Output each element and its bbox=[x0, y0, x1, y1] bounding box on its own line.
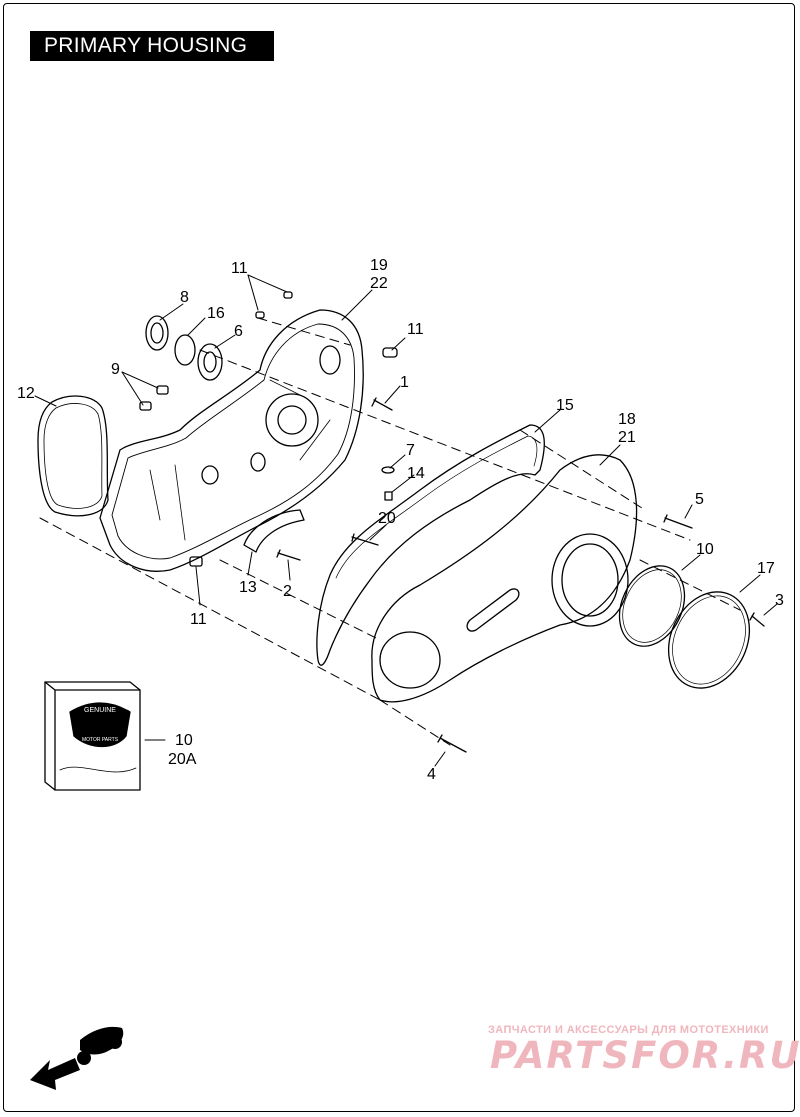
plug bbox=[384, 491, 393, 501]
dowel-pin-4 bbox=[156, 385, 169, 395]
kit-badge-top: GENUINE bbox=[84, 707, 116, 714]
callout-11-right: 11 bbox=[407, 321, 424, 338]
callout-11-bottom: 11 bbox=[190, 611, 207, 628]
motorcycle-front-arrow-icon bbox=[30, 1026, 124, 1090]
callout-15: 15 bbox=[556, 397, 574, 414]
derby-cover bbox=[667, 591, 751, 689]
callout-1: 1 bbox=[400, 374, 409, 391]
callout-2: 2 bbox=[283, 583, 292, 600]
oil-seal-inner bbox=[150, 322, 164, 344]
callout-21: 21 bbox=[618, 429, 636, 446]
callout-17: 17 bbox=[757, 560, 775, 577]
dowel-pin-6 bbox=[189, 556, 203, 567]
callout-3: 3 bbox=[775, 592, 784, 609]
callout-6: 6 bbox=[234, 323, 243, 340]
callout-16: 16 bbox=[207, 305, 225, 322]
chain-tensioner bbox=[243, 509, 305, 553]
gasket-kit-box: GENUINE MOTOR PARTS bbox=[44, 681, 141, 791]
tensioner-bolt bbox=[276, 549, 301, 561]
oil-seal bbox=[145, 315, 169, 351]
page-frame bbox=[3, 3, 795, 1112]
screw-4 bbox=[437, 734, 467, 753]
page-title: PRIMARY HOUSING bbox=[30, 31, 274, 61]
primary-gasket bbox=[316, 424, 545, 666]
screw-1 bbox=[371, 397, 393, 411]
callout-18: 18 bbox=[618, 411, 636, 428]
primary-gasket-inner bbox=[335, 435, 538, 579]
screw-5 bbox=[663, 514, 693, 529]
dowel-pin-1 bbox=[283, 291, 293, 299]
cover-clutch-opening-inner bbox=[561, 543, 619, 617]
boss-1 bbox=[319, 345, 341, 375]
watermark-logo: PARTSFOR.RU bbox=[490, 1034, 800, 1077]
callout-9: 9 bbox=[111, 361, 120, 378]
derby-cover-rim bbox=[672, 595, 746, 685]
derby-gasket bbox=[618, 565, 686, 647]
cover-front-boss bbox=[379, 631, 441, 689]
leader-lines bbox=[34, 274, 778, 767]
cover-inspection-slot bbox=[466, 588, 520, 632]
callout-20: 20 bbox=[378, 510, 396, 527]
roller-bearing bbox=[197, 343, 223, 381]
kit-badge-bottom: MOTOR PARTS bbox=[82, 737, 119, 743]
callout-14: 14 bbox=[407, 465, 425, 482]
bearing-bore-inner bbox=[277, 405, 307, 435]
gasket-left bbox=[37, 395, 109, 517]
dowel-pin-3 bbox=[382, 347, 398, 358]
retaining-ring bbox=[174, 334, 196, 366]
inner-primary-housing bbox=[99, 309, 364, 572]
roller-bearing-inner bbox=[203, 351, 217, 373]
callout-7: 7 bbox=[406, 442, 415, 459]
callout-19: 19 bbox=[370, 257, 388, 274]
callout-4: 4 bbox=[427, 766, 436, 783]
o-ring bbox=[381, 466, 395, 474]
callout-8: 8 bbox=[180, 289, 189, 306]
callout-11-top: 11 bbox=[231, 260, 248, 277]
harley-shield-icon bbox=[69, 702, 131, 748]
boss-2 bbox=[250, 452, 266, 472]
watermark-tagline: ЗАПЧАСТИ И АКСЕССУАРЫ ДЛЯ МОТОТЕХНИКИ bbox=[488, 1024, 769, 1036]
cover-clutch-opening bbox=[551, 533, 629, 627]
inner-housing-flange bbox=[111, 323, 355, 560]
callout-12: 12 bbox=[17, 385, 35, 402]
assembly-guide-lines bbox=[39, 317, 741, 746]
callout-5: 5 bbox=[695, 491, 704, 508]
housing-ribs bbox=[149, 379, 331, 541]
gasket-left-inner bbox=[43, 403, 103, 509]
dowel-pin-2 bbox=[255, 311, 265, 319]
callout-10-right: 10 bbox=[696, 541, 714, 558]
outer-primary-cover bbox=[371, 454, 638, 703]
callout-20A: 20A bbox=[168, 751, 197, 768]
callout-13: 13 bbox=[239, 579, 257, 596]
callout-10-kit: 10 bbox=[175, 732, 193, 749]
screw-3 bbox=[749, 612, 765, 627]
dowel-pin-5 bbox=[139, 401, 152, 411]
boss-3 bbox=[201, 465, 219, 485]
callout-22: 22 bbox=[370, 275, 388, 292]
derby-gasket-inner bbox=[622, 569, 682, 643]
bearing-bore bbox=[265, 393, 319, 447]
callout-labels: 11 19 22 8 16 6 11 9 1 12 15 18 21 7 14 … bbox=[17, 257, 784, 783]
